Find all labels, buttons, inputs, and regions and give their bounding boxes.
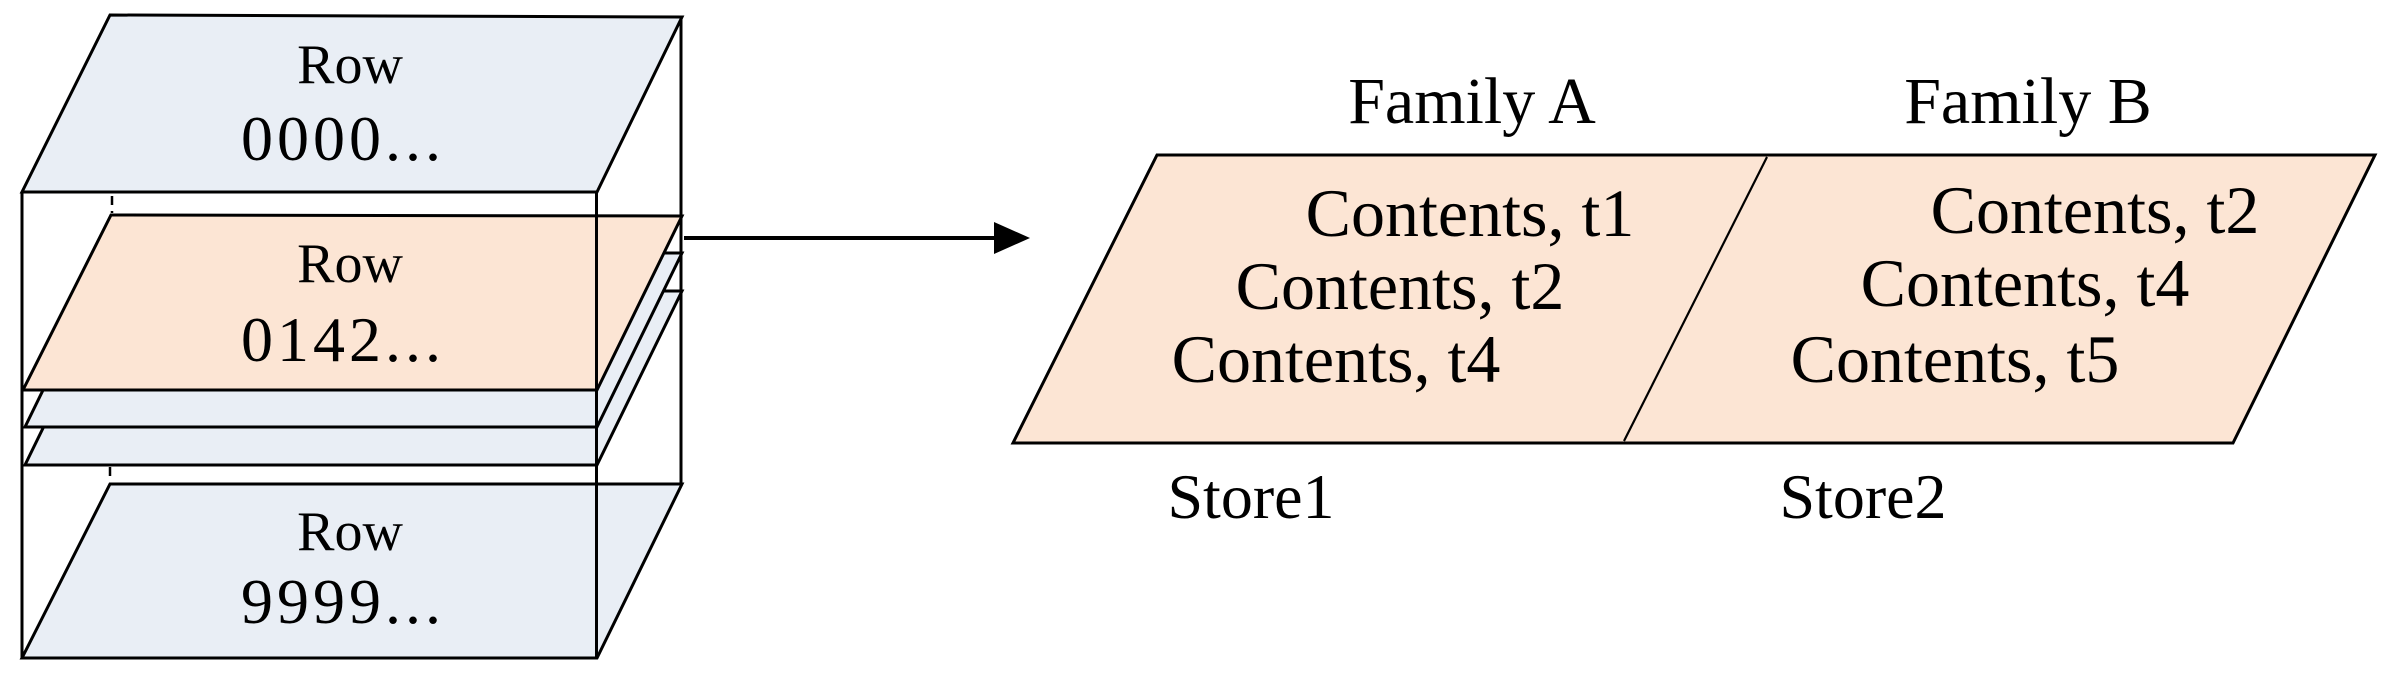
row-bottom-key: 9999... [241,566,445,637]
arrow-head-icon [994,222,1030,254]
expand-arrow [684,222,1030,254]
family-a-cell-1: Contents, t2 [1236,248,1565,324]
family-b-cell-2: Contents, t5 [1791,321,2120,397]
store-2-label: Store2 [1779,461,1946,532]
family-divider [1623,156,1768,442]
family-a-cell-0: Contents, t1 [1306,175,1635,251]
row-bottom-title: Row [297,501,403,563]
row-highlighted-key: 0142... [241,304,445,375]
row-top-key: 0000... [241,103,445,174]
row-top-title: Row [297,34,403,96]
family-b-cell-0: Contents, t2 [1931,172,2260,248]
family-a-cell-2: Contents, t4 [1172,321,1501,397]
family-b-label: Family B [1904,65,2152,138]
store-panel [1010,153,2378,445]
family-b-cell-1: Contents, t4 [1861,245,2190,321]
row-stack: Row 0000... Row 0142... Row 9999... [19,13,685,660]
family-a-label: Family A [1348,65,1596,138]
store-1-label: Store1 [1167,461,1334,532]
family-stores: Family A Family B Contents, t1 Contents,… [1010,65,2378,532]
row-highlighted-title: Row [297,233,403,295]
